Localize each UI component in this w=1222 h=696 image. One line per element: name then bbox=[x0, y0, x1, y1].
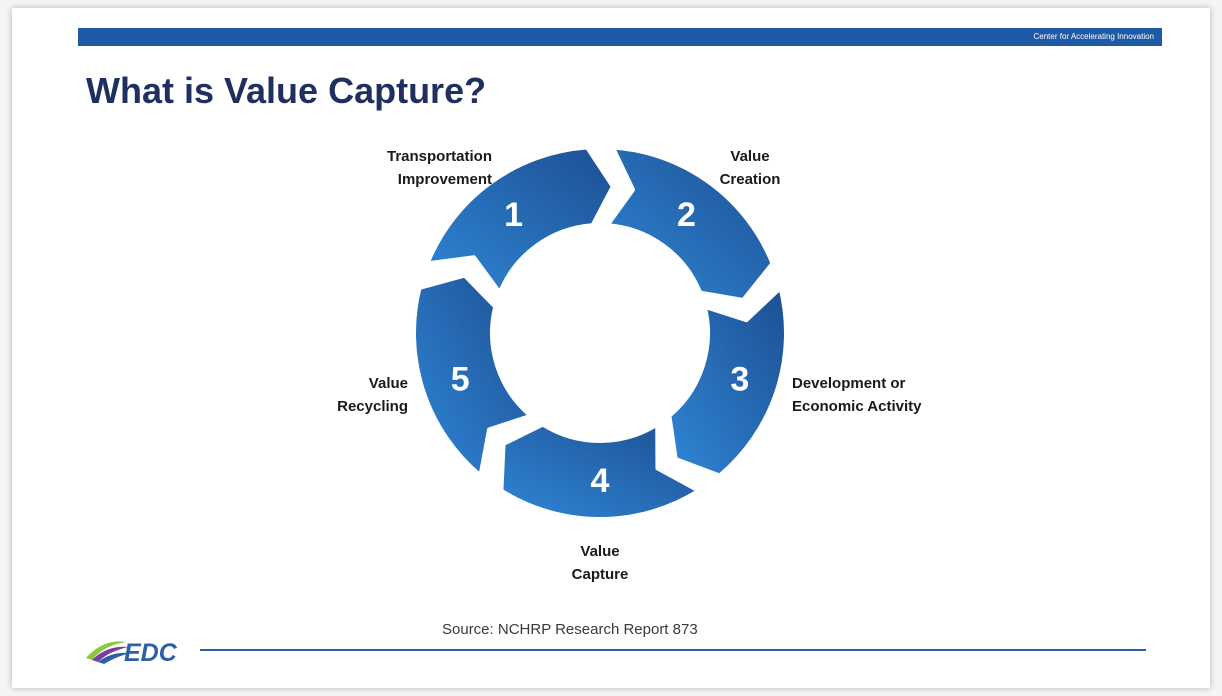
step-3-label-line-1: Development or bbox=[792, 375, 906, 392]
step-5-label: Value Recycling bbox=[308, 372, 408, 418]
value-capture-cycle-diagram: 1 2 3 4 5 bbox=[412, 145, 788, 521]
edc-logo: EDC bbox=[86, 639, 178, 667]
cycle-segment-4 bbox=[499, 422, 701, 521]
step-5-label-line-1: Value bbox=[368, 375, 408, 392]
step-4-label-line-1: Value bbox=[580, 543, 620, 560]
footer-divider bbox=[200, 649, 1146, 651]
header-bar: Center for Accelerating Innovation bbox=[78, 28, 1162, 46]
step-1-number: 1 bbox=[504, 196, 523, 234]
step-4-label-line-2: Capture bbox=[571, 566, 629, 583]
step-4-number: 4 bbox=[591, 462, 610, 500]
step-2-label-line-1: Value bbox=[730, 148, 770, 165]
step-1-label-line-2: Improvement bbox=[397, 171, 492, 188]
step-3-label: Development or Economic Activity bbox=[792, 372, 982, 418]
cycle-segment-3 bbox=[667, 286, 788, 478]
step-5-number: 5 bbox=[451, 360, 470, 398]
header-bar-text: Center for Accelerating Innovation bbox=[1033, 32, 1154, 41]
source-citation: Source: NCHRP Research Report 873 bbox=[442, 621, 698, 638]
step-3-number: 3 bbox=[730, 360, 749, 398]
slide-title: What is Value Capture? bbox=[86, 70, 487, 111]
cycle-segment-5 bbox=[412, 273, 533, 478]
step-1-label: Transportation Improvement bbox=[352, 145, 492, 191]
cycle-segment-2 bbox=[605, 145, 775, 302]
logo-wordmark: EDC bbox=[124, 639, 178, 667]
step-4-label: Value Capture bbox=[550, 540, 650, 586]
step-3-label-line-2: Economic Activity bbox=[792, 398, 922, 415]
step-2-label: Value Creation bbox=[700, 145, 800, 191]
step-2-number: 2 bbox=[677, 196, 696, 234]
step-1-label-line-1: Transportation bbox=[386, 148, 492, 165]
step-2-label-line-2: Creation bbox=[719, 171, 781, 188]
slide: Center for Accelerating Innovation What … bbox=[12, 8, 1210, 688]
cycle-segment-1 bbox=[425, 145, 615, 295]
step-5-label-line-2: Recycling bbox=[337, 398, 408, 415]
